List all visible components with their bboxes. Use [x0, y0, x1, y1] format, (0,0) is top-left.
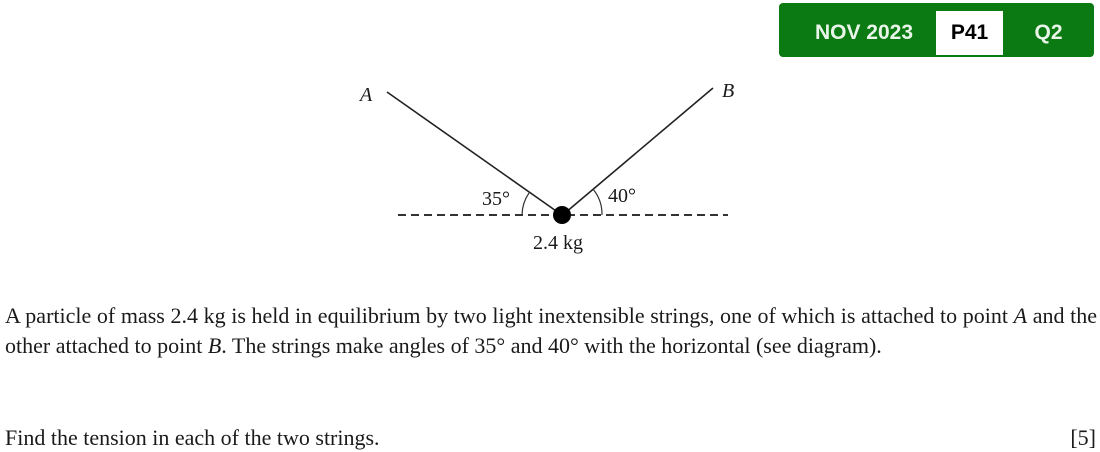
- label-b: B: [722, 80, 734, 102]
- string-a: [386, 91, 560, 214]
- question-task: Find the tension in each of the two stri…: [5, 425, 380, 450]
- point-b: B: [207, 332, 222, 358]
- session-label: NOV 2023: [814, 21, 914, 44]
- marks: [5]: [1070, 425, 1096, 450]
- label-a: A: [358, 84, 373, 106]
- exam-reference-badge: NOV 2023 P41 Q2: [779, 3, 1094, 57]
- text-part: and the other attached to point: [5, 303, 1097, 358]
- angle-b-label: 40°: [608, 185, 636, 207]
- mass-label: 2.4 kg: [533, 232, 583, 254]
- particle: [553, 206, 571, 224]
- string-b: [564, 87, 714, 214]
- paper-label: P41: [936, 11, 1003, 55]
- question-number: Q2: [1034, 21, 1063, 44]
- equilibrium-diagram: A B 35° 40° 2.4 kg: [358, 80, 734, 254]
- angle-arc-b: [592, 188, 603, 216]
- text-part: . The strings make angles of 35° and 40°…: [221, 332, 882, 358]
- point-a: A: [1013, 303, 1028, 328]
- text-part: A particle of mass 2.4 kg is held in equ…: [5, 303, 1014, 328]
- question-text: A particle of mass 2.4 kg is held in equ…: [5, 301, 1097, 360]
- angle-arc-a: [521, 192, 530, 216]
- angle-a-label: 35°: [482, 188, 510, 210]
